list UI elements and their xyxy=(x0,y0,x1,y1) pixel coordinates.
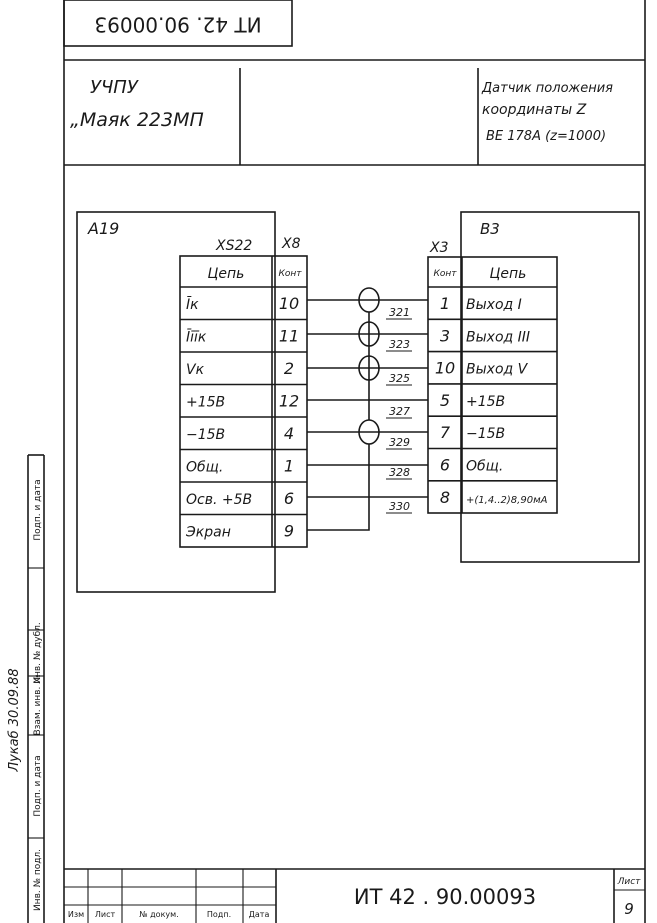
title-sheet-number: 9 xyxy=(624,900,634,918)
block-b3-label: В3 xyxy=(480,220,500,238)
right-row-circuit: +15В xyxy=(466,394,505,410)
right-row-pin: 6 xyxy=(440,456,450,475)
side-label-dup-inv: Инв. № дубл. xyxy=(33,622,43,684)
left-row-circuit: Общ. xyxy=(186,460,223,476)
left-row-pin: 6 xyxy=(284,489,294,508)
wiring: 321 323 325 327 329 328 330 xyxy=(307,287,428,531)
left-row-circuit: Экран xyxy=(185,525,231,541)
wire-label: 329 xyxy=(389,436,410,449)
title-col-sign: Подп. xyxy=(207,910,231,919)
left-col-circuit: Цепь xyxy=(208,266,245,282)
title-block: Изм Лист № докум. Подп. Дата ИТ 42 . 90.… xyxy=(64,868,645,923)
right-row-pin: 1 xyxy=(440,294,450,313)
left-row-circuit: +15В xyxy=(186,395,225,411)
right-row-pin: 5 xyxy=(440,391,450,410)
header-left-line1: УЧПУ xyxy=(90,77,139,98)
wire-label: 325 xyxy=(389,372,410,385)
stamp-top-text: ИТ 42. 90.00093 xyxy=(94,13,261,37)
title-sheet-label: Лист xyxy=(617,877,642,887)
title-doc-number: ИТ 42 . 90.00093 xyxy=(354,885,536,909)
side-handwritten-signature: Лукаб 30.09.88 xyxy=(7,668,22,772)
right-row-circuit: Выход III xyxy=(466,329,530,345)
left-col-contact: Конт xyxy=(278,269,302,279)
stamp-top: ИТ 42. 90.00093 xyxy=(63,0,293,47)
side-label-replace-inv: Взам. инв. № xyxy=(33,674,43,735)
right-row-circuit: −15В xyxy=(466,426,505,442)
left-row-pin: 12 xyxy=(279,392,299,411)
header-left-line2: „Маяк 223МП xyxy=(70,109,204,131)
header-right-line3: ВЕ 178А (z=1000) xyxy=(486,129,606,144)
wire-label: 330 xyxy=(389,500,410,513)
block-b3: В3 Х3 xyxy=(429,211,640,563)
left-row-pin: 10 xyxy=(279,294,299,313)
right-row-pin: 10 xyxy=(435,359,455,378)
side-label-sign-date-2: Подп. и дата xyxy=(33,479,43,540)
side-label-sign-date-1: Подп. и дата xyxy=(33,755,43,816)
left-row-circuit: Vк xyxy=(186,362,205,378)
title-col-docnum: № докум. xyxy=(139,910,178,919)
left-row-circuit: Осв. +5В xyxy=(186,492,252,508)
right-row-pin: 8 xyxy=(440,488,450,507)
left-row-pin: 2 xyxy=(284,359,294,378)
block-a19: А19 XS22 Х8 xyxy=(76,211,301,593)
left-row-pin: 9 xyxy=(284,522,294,541)
header-row: УЧПУ „Маяк 223МП Датчик положения коорди… xyxy=(70,68,613,165)
left-row-pin: 11 xyxy=(279,327,299,346)
connector-x3-label: Х3 xyxy=(429,240,449,256)
connector-xs22-label: XS22 xyxy=(215,238,252,254)
header-right-line2: координаты Z xyxy=(482,102,587,118)
header-right-line1: Датчик положения xyxy=(481,81,613,96)
contacts-x8-label: Х8 xyxy=(281,236,301,252)
right-col-circuit: Цепь xyxy=(490,266,527,282)
wire-label: 323 xyxy=(389,338,410,351)
right-row-circuit: +(1,4..2)8,90мА xyxy=(466,495,548,506)
title-col-date: Дата xyxy=(249,910,270,919)
wire-label: 327 xyxy=(389,405,410,418)
side-label-inv-orig: Инв. № подл. xyxy=(33,849,43,911)
right-row-pin: 3 xyxy=(440,326,450,345)
left-row-pin: 4 xyxy=(284,424,294,443)
wire-label: 328 xyxy=(389,466,410,479)
right-col-contact: Конт xyxy=(433,269,457,279)
sheet-frame xyxy=(63,0,646,923)
side-strip: Инв. № подл. Подп. и дата Взам. инв. № И… xyxy=(7,454,45,923)
right-row-circuit: Общ. xyxy=(466,459,503,475)
left-row-circuit: Īīīк xyxy=(186,329,207,346)
shield-ground-line xyxy=(307,444,370,531)
right-connector-table: Конт Цепь 1 Выход I 3 Выход III 10 Выход V 5 +1… xyxy=(427,256,558,514)
left-row-circuit: Īк xyxy=(186,296,199,313)
wire-label: 321 xyxy=(389,306,410,319)
title-col-change: Изм xyxy=(68,910,84,919)
right-row-circuit: Выход V xyxy=(466,362,529,378)
right-row-circuit: Выход I xyxy=(466,297,522,313)
right-row-pin: 7 xyxy=(440,423,451,442)
left-row-circuit: −15В xyxy=(186,427,225,443)
left-row-pin: 1 xyxy=(284,457,294,476)
block-a19-label: А19 xyxy=(87,219,119,238)
title-col-sheet: Лист xyxy=(95,910,116,919)
